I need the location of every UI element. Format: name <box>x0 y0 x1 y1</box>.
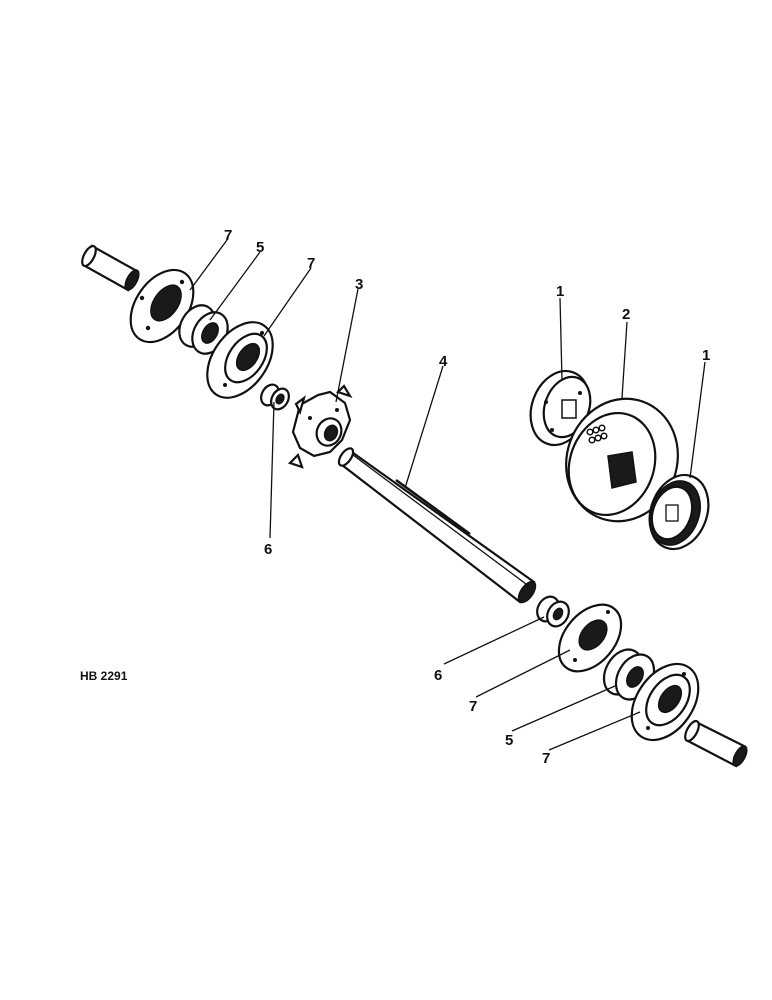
flange-hub-lower <box>630 662 700 742</box>
callout-1-left: 1 <box>556 283 564 300</box>
flange-plate-lower <box>557 603 623 673</box>
figure-code: HB 2291 <box>80 669 128 683</box>
main-shaft <box>337 447 537 604</box>
spacer-upper <box>260 383 290 411</box>
pulley-bolts <box>586 424 608 444</box>
callout-7-lower: 7 <box>469 698 477 715</box>
spacer-lower <box>536 595 570 628</box>
callout-7-upper: 7 <box>307 255 315 272</box>
callout-5-upper: 5 <box>256 239 264 256</box>
callout-1-right: 1 <box>702 347 710 364</box>
flange-plate-upper-left <box>129 268 195 344</box>
callout-7-lower-right: 7 <box>542 750 550 767</box>
shaft-stub-left <box>81 244 140 292</box>
pulley-wheel <box>565 397 679 523</box>
pulley-flange-left <box>529 369 592 447</box>
callout-6-upper: 6 <box>264 541 272 558</box>
flange-hub-upper <box>206 321 274 399</box>
sprocket-hub <box>287 384 353 469</box>
leader-lines <box>189 239 706 751</box>
callout-7-upper-left: 7 <box>224 227 232 244</box>
callout-2: 2 <box>622 306 630 323</box>
pulley-flange-right <box>648 473 710 551</box>
shaft-stub-right <box>684 719 748 768</box>
callout-labels: 7 5 7 3 4 1 2 1 6 6 7 5 7 <box>224 227 710 767</box>
callout-3: 3 <box>355 276 363 293</box>
callout-6-lower: 6 <box>434 667 442 684</box>
callout-5-lower: 5 <box>505 732 513 749</box>
callout-4: 4 <box>439 353 448 370</box>
